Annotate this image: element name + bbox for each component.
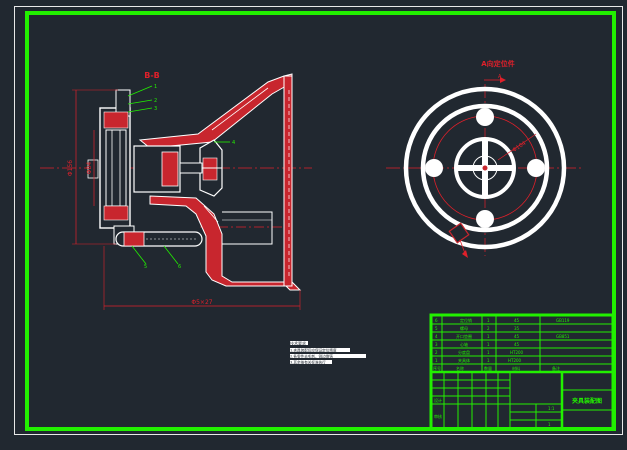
bom-header-qty: 数量 <box>484 365 492 371</box>
drawing-title: 夹具装配图 <box>572 397 602 405</box>
dim-bottom-text: Φ5×27 <box>191 299 212 306</box>
bolt-hole-right <box>527 159 545 177</box>
inner-slope-1 <box>211 87 269 131</box>
bom-name-2: 螺母 <box>460 325 468 331</box>
bom-no-3: 4 <box>435 334 438 339</box>
body-wall-upper <box>138 73 293 149</box>
bolt-hole-top <box>476 108 494 126</box>
bom-mat-5: HT200 <box>510 350 524 355</box>
lower-boss <box>222 211 273 245</box>
bom-name-6: 夹具体 <box>458 357 470 363</box>
bom-no-6: 1 <box>435 358 438 363</box>
section-label: B-B <box>144 71 160 80</box>
plate-hatch-bottom <box>103 205 129 221</box>
body-wall-lower <box>149 195 302 291</box>
bom-qty-4: 1 <box>487 342 490 347</box>
bom-qty-6: 1 <box>487 358 490 363</box>
view-arrow-head <box>500 77 506 83</box>
bom-no-2: 5 <box>435 326 438 331</box>
scale-value: 1:1 <box>548 406 555 411</box>
pin-knob <box>123 231 145 247</box>
view-dim-text: Φ104 <box>512 140 528 154</box>
bom-no-4: 3 <box>435 342 438 347</box>
leader-number-3: 3 <box>154 106 157 112</box>
notes-heading-bar <box>290 341 308 345</box>
view-label: A向定位件 <box>481 59 514 68</box>
leader-number-5: 5 <box>144 264 147 270</box>
notes-heading: 技术要求 <box>290 340 306 346</box>
bolt-hole-left <box>425 159 443 177</box>
screw <box>179 162 203 174</box>
bom-qty-1: 1 <box>487 318 490 323</box>
middle-ring <box>420 103 550 233</box>
bom-name-1: 定位销 <box>460 317 472 323</box>
bom-name-4: 心轴 <box>460 341 468 347</box>
mandrel-neck <box>161 151 179 187</box>
leader-number-4: 4 <box>232 140 235 146</box>
notch-arrow <box>462 250 468 258</box>
notes-line-bar-2 <box>290 354 366 358</box>
bom-header-no: 序号 <box>433 365 441 371</box>
leader-number-1: 1 <box>154 84 157 90</box>
clamp-nut-core <box>202 157 218 181</box>
bom-mat-6: HT200 <box>508 358 522 363</box>
title-grid <box>431 372 613 429</box>
leaders <box>127 85 230 265</box>
designer-label: 设计 <box>434 397 442 403</box>
notes-line-3: 3.其余按有关标准执行 <box>290 360 326 365</box>
checker-label: 审核 <box>434 413 442 419</box>
inner-slope-2 <box>203 205 219 223</box>
dim-left-inner-text: Φ84 <box>86 162 93 175</box>
bom-name-5: 分度盘 <box>458 349 470 355</box>
bom-name-3: 开口垫圈 <box>456 333 472 339</box>
bom-note-1: GB119 <box>556 318 570 323</box>
bom-qty-2: 2 <box>487 326 490 331</box>
inner-frame <box>25 11 616 431</box>
notes-line-2: 2.各零件去毛刺，锐边倒钝 <box>290 354 333 359</box>
leader-number-6: 6 <box>178 264 181 270</box>
view-dim-line <box>497 133 537 161</box>
bom-qty-5: 1 <box>487 350 490 355</box>
plate-small-block <box>87 159 99 179</box>
dim-left-outer-text: Φ156 <box>67 160 74 176</box>
bom-header-note: 备注 <box>552 365 560 371</box>
notes-line-bar-3 <box>290 360 332 364</box>
plate-hatch-top <box>103 111 129 129</box>
locating-part-view: A向定位件 A Φ104 <box>386 59 584 258</box>
bom-no-1: 6 <box>435 318 438 323</box>
notes-line-1: 1.夹具装配后应保证定位精度 <box>290 348 337 353</box>
bom-note-3: GB851 <box>556 334 570 339</box>
bolt-hole-bottom <box>476 210 494 228</box>
center-dot <box>482 165 488 171</box>
bom-mat-2: 35 <box>514 326 520 331</box>
outer-frame <box>14 6 623 435</box>
body-right-wall <box>283 75 293 287</box>
title-block <box>429 313 615 431</box>
bom-mat-3: 45 <box>514 334 520 339</box>
sheet-value: 1 <box>548 422 551 427</box>
bom-text: 6 定位销 1 45 GB119 5 螺母 2 35 4 开口垫圈 1 45 G… <box>433 317 570 427</box>
view-arrow-label: A <box>498 74 502 80</box>
notes-line-bar-1 <box>290 348 350 352</box>
bom-header-material: 材料 <box>512 365 520 371</box>
notch <box>448 222 470 244</box>
bom-mat-1: 45 <box>514 318 520 323</box>
bom-grid <box>431 315 613 374</box>
section-view: Φ156 Φ84 Φ5×27 B-B 1 2 3 4 5 6 <box>40 71 312 310</box>
bom-mat-4: 45 <box>514 342 520 347</box>
bom-header-name: 名称 <box>456 365 464 371</box>
leader-number-2: 2 <box>154 98 157 104</box>
outer-ring <box>403 86 567 250</box>
bom-qty-3: 1 <box>487 334 490 339</box>
bom-no-5: 2 <box>435 350 438 355</box>
technical-notes: 技术要求 1.夹具装配后应保证定位精度 2.各零件去毛刺，锐边倒钝 3.其余按有… <box>290 340 366 365</box>
